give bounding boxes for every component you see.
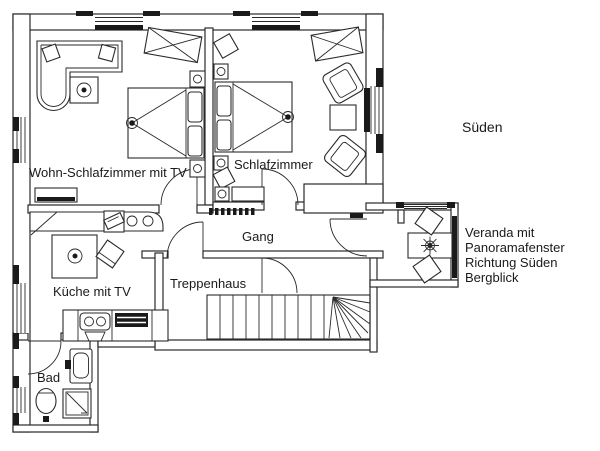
direction-label-south: Süden bbox=[462, 119, 502, 135]
stair-treads bbox=[219, 295, 325, 339]
tv-sideboard bbox=[34, 187, 78, 203]
small-appliance bbox=[102, 210, 126, 233]
wall-bath-south bbox=[12, 424, 99, 433]
kitchen-furniture bbox=[29, 210, 169, 342]
wall-veranda-south bbox=[369, 279, 459, 288]
thresholds bbox=[209, 208, 363, 218]
veranda-annotation-line: Bergblick bbox=[465, 270, 519, 285]
living-bedroom-furniture bbox=[34, 26, 206, 203]
plant-table bbox=[69, 76, 99, 104]
room-label-bathroom: Bad bbox=[37, 370, 60, 385]
double-bed bbox=[126, 87, 205, 159]
wall-staircase-south bbox=[154, 339, 378, 351]
stool bbox=[212, 166, 236, 190]
door-bath-icon bbox=[27, 340, 62, 375]
wardrobe-icon bbox=[310, 26, 364, 62]
window-east-bedroom-icon bbox=[364, 68, 383, 153]
washbasin bbox=[65, 348, 93, 384]
veranda-furniture bbox=[407, 206, 453, 284]
panorama-window-icon bbox=[452, 216, 457, 278]
tv-stand bbox=[189, 159, 206, 178]
stove-icon bbox=[115, 313, 148, 327]
wall-bedroom-divider bbox=[204, 27, 214, 206]
door-bedroom-icon bbox=[261, 168, 299, 206]
wall-north bbox=[12, 13, 384, 31]
door-staircase-entry-icon bbox=[166, 221, 204, 259]
bathroom-furniture bbox=[35, 348, 93, 422]
veranda-annotation-line: Panoramafenster bbox=[465, 240, 565, 255]
sofa-pillow-icon bbox=[41, 43, 61, 63]
windows bbox=[13, 11, 457, 425]
counter-corner-bevel bbox=[30, 211, 58, 236]
door-stair-landing-icon bbox=[261, 257, 298, 294]
wall-west bbox=[12, 13, 31, 433]
chair bbox=[414, 206, 444, 236]
window-west-living-icon bbox=[13, 117, 29, 163]
bedroom-furniture bbox=[212, 26, 366, 202]
threshold-mark bbox=[350, 213, 363, 218]
nightstand bbox=[189, 70, 206, 88]
toilet bbox=[35, 387, 57, 422]
veranda-annotation: Veranda mit Panoramafenster Richtung Süd… bbox=[465, 225, 565, 285]
chair bbox=[412, 254, 442, 284]
veranda-table bbox=[407, 232, 453, 259]
nightstand bbox=[214, 186, 230, 202]
nightstand bbox=[213, 63, 229, 80]
room-label-hallway: Gang bbox=[242, 229, 274, 244]
window-west-bath-icon bbox=[13, 376, 29, 425]
stool bbox=[212, 32, 240, 60]
sink-basin bbox=[84, 331, 106, 342]
shower bbox=[62, 388, 92, 419]
room-label-kitchen: Küche mit TV bbox=[53, 284, 131, 299]
room-label-bedroom: Schlafzimmer bbox=[234, 157, 313, 172]
room-label-living-bedroom: Wohn-Schlafzimmer mit TV bbox=[29, 165, 187, 180]
room-label-staircase: Treppenhaus bbox=[170, 276, 247, 291]
wall-bedroom-south-left bbox=[212, 201, 265, 211]
double-bed bbox=[214, 81, 294, 153]
sofa-pillow-icon bbox=[97, 43, 117, 63]
veranda-annotation-line: Veranda mit bbox=[465, 225, 535, 240]
kitchen-counter-bottom bbox=[62, 309, 169, 342]
door-veranda-icon bbox=[329, 218, 368, 257]
corner-sofa-inner-line bbox=[40, 44, 119, 107]
chair bbox=[95, 239, 125, 269]
sun-symbol-icon bbox=[421, 236, 439, 255]
window-west-kitchen-icon bbox=[13, 265, 29, 349]
wardrobe-icon bbox=[143, 26, 203, 64]
kitchen-table bbox=[51, 234, 98, 279]
staircase-drawing bbox=[206, 294, 371, 340]
stair-outline bbox=[206, 294, 371, 340]
wall-veranda-stub bbox=[397, 209, 405, 224]
sink-bowl-icon bbox=[126, 215, 138, 227]
labels: Wohn-Schlafzimmer mit TV Schlafzimmer Ga… bbox=[29, 119, 565, 385]
bench bbox=[231, 186, 265, 202]
stair-winders bbox=[328, 296, 371, 339]
wall-staircase-east bbox=[369, 257, 378, 353]
window-north-bedroom-icon bbox=[233, 11, 318, 30]
side-table bbox=[329, 104, 357, 131]
armchair bbox=[324, 135, 366, 177]
window-north-living-icon bbox=[76, 11, 160, 30]
veranda-annotation-line: Richtung Süden bbox=[465, 255, 558, 270]
armchair bbox=[322, 62, 364, 104]
sink-bowl-icon bbox=[142, 215, 154, 227]
nightstand bbox=[213, 155, 229, 171]
radiator-icon bbox=[209, 208, 255, 215]
